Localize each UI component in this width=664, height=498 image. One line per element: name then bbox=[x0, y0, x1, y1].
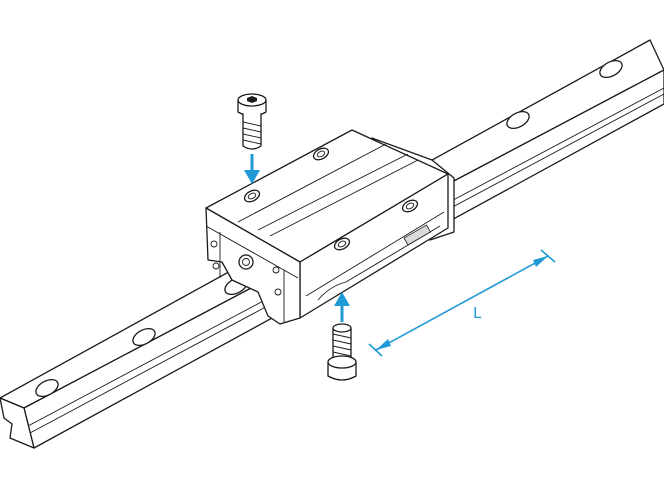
dimension-label: L bbox=[473, 304, 482, 322]
rail-hole bbox=[132, 327, 156, 347]
rail-hole bbox=[506, 110, 530, 130]
dimension-tick bbox=[368, 343, 383, 357]
arrow-down-icon bbox=[244, 154, 260, 184]
dimension-l: L bbox=[368, 249, 556, 357]
arrow-up-icon bbox=[334, 292, 350, 322]
block-hole bbox=[243, 189, 261, 203]
carriage-block bbox=[205, 129, 455, 325]
cap-screw-icon bbox=[237, 93, 267, 150]
block-hole bbox=[333, 237, 351, 251]
rail-hole bbox=[35, 378, 59, 398]
cap-screw-icon bbox=[327, 323, 357, 381]
dimension-line bbox=[375, 255, 549, 351]
rail-hole bbox=[599, 59, 623, 79]
block-hole bbox=[401, 199, 419, 213]
block-hole bbox=[312, 147, 330, 161]
